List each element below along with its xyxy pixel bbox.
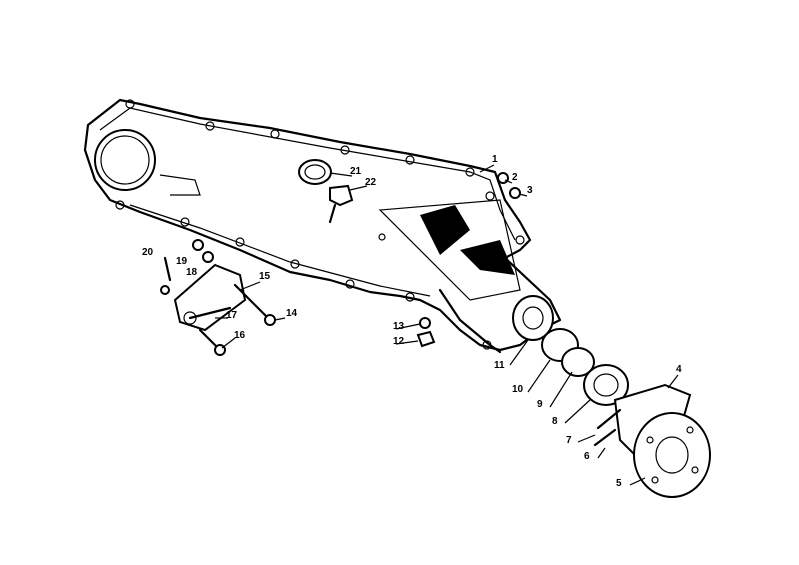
callout-1: 1 <box>492 154 498 165</box>
callout-11: 11 <box>494 360 505 371</box>
housing-cover <box>83 98 562 354</box>
callout-2: 2 <box>512 172 518 183</box>
callout-6: 6 <box>584 451 590 462</box>
callout-21: 21 <box>350 166 362 177</box>
bearing-assembly <box>512 295 629 406</box>
callout-22: 22 <box>365 177 377 188</box>
callout-9: 9 <box>537 399 543 410</box>
callout-7: 7 <box>566 435 572 446</box>
oil-seal-and-plug <box>298 159 354 224</box>
callout-18: 18 <box>186 267 198 278</box>
callout-17: 17 <box>226 310 238 321</box>
callout-14: 14 <box>286 308 298 319</box>
bolt-holes <box>115 99 525 350</box>
callout-15: 15 <box>259 271 271 282</box>
drive-flange <box>593 383 711 498</box>
callout-4: 4 <box>676 364 682 375</box>
callout-12: 12 <box>393 336 405 347</box>
callout-10: 10 <box>512 384 524 395</box>
leader-lines <box>215 164 679 486</box>
bracket-assembly <box>160 172 521 356</box>
callout-5: 5 <box>616 478 622 489</box>
callout-20: 20 <box>142 247 154 258</box>
callout-16: 16 <box>234 330 246 341</box>
callout-8: 8 <box>552 416 558 427</box>
callout-3: 3 <box>527 185 533 196</box>
callout-19: 19 <box>176 256 188 267</box>
callout-13: 13 <box>393 321 405 332</box>
